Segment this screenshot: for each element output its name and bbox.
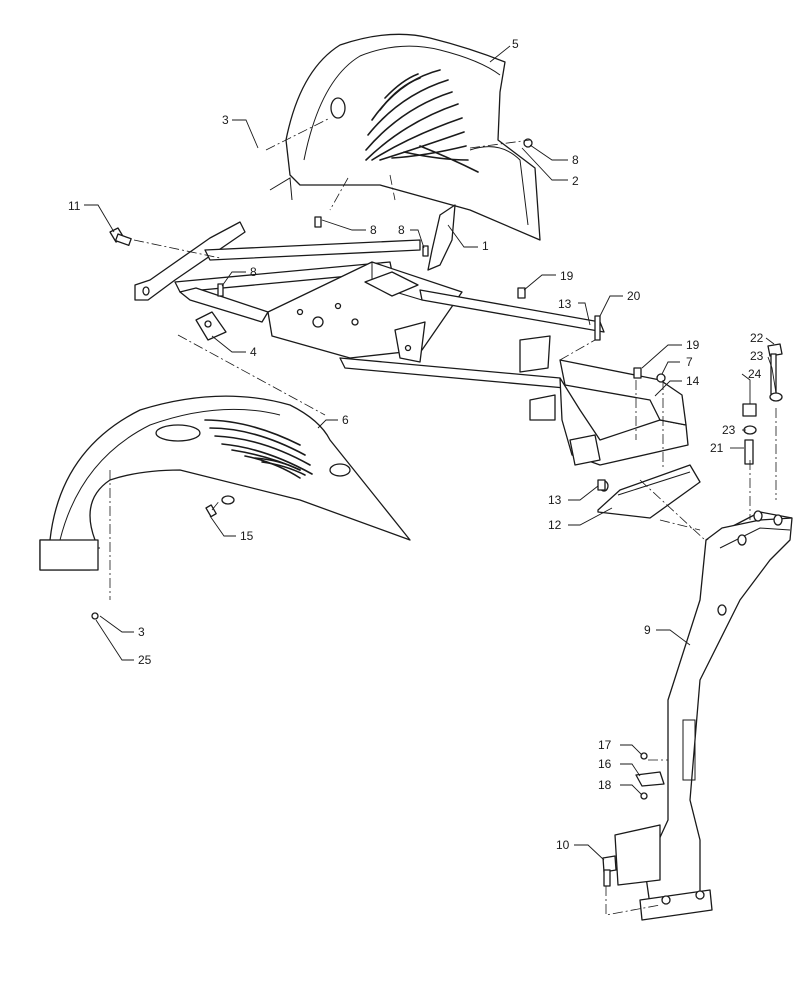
- callout-8: 8: [250, 265, 257, 279]
- callout-9: 9: [644, 623, 651, 637]
- hardware-nut-7: [656, 373, 666, 383]
- hardware-nut-24: [742, 403, 757, 417]
- hardware-nut-19a: [517, 287, 526, 299]
- upper-fender-part-5: [269, 33, 541, 241]
- callout-8: 8: [370, 223, 377, 237]
- callout-11: 11: [68, 199, 81, 213]
- callout-16: 16: [598, 757, 612, 771]
- hardware-bolt-8d: [422, 245, 429, 257]
- callout-22: 22: [750, 331, 764, 345]
- callout-2: 2: [572, 174, 579, 188]
- callout-23: 23: [750, 349, 764, 363]
- callout-19: 19: [686, 338, 700, 352]
- callout-4: 4: [250, 345, 257, 359]
- callout-10: 10: [556, 838, 570, 852]
- callout-21: 21: [710, 441, 724, 455]
- callout-3: 3: [138, 625, 145, 639]
- hardware-nut-18: [640, 792, 648, 800]
- callout-17: 17: [598, 738, 612, 752]
- callout-8: 8: [398, 223, 405, 237]
- callout-6: 6: [342, 413, 349, 427]
- callout-12: 12: [548, 518, 562, 532]
- hardware-bracket-16: [635, 771, 665, 787]
- hardware-bolt-17: [640, 752, 648, 760]
- callout-7: 7: [686, 355, 693, 369]
- hardware-bolt-25: [91, 612, 99, 620]
- hardware-bolt-8b: [314, 216, 322, 228]
- callout-1: 1: [482, 239, 489, 253]
- callout-labels: 5 3 8 2 11 8 8 1 8 19 13 20 4 22 23 19 7…: [68, 37, 764, 852]
- assembly-lines: [109, 117, 777, 916]
- support-arm-part-9: [614, 510, 793, 921]
- callout-3: 3: [222, 113, 229, 127]
- callout-25: 25: [138, 653, 152, 667]
- callout-20: 20: [627, 289, 641, 303]
- callout-5: 5: [512, 37, 519, 51]
- callout-23: 23: [722, 423, 736, 437]
- hardware-bolt-15: [205, 495, 235, 518]
- hardware-nut-19b: [633, 367, 642, 379]
- bracket-part-12: [597, 464, 701, 519]
- hardware-nut-13: [597, 479, 606, 491]
- callout-13: 13: [558, 297, 572, 311]
- callout-15: 15: [240, 529, 254, 543]
- hardware-bolt-8c: [217, 283, 224, 297]
- hardware-bolt-20: [594, 315, 601, 341]
- hardware-washer-23a: [769, 392, 783, 402]
- callout-24: 24: [748, 367, 762, 381]
- callout-8: 8: [572, 153, 579, 167]
- callout-19: 19: [560, 269, 574, 283]
- callout-18: 18: [598, 778, 612, 792]
- hardware-bolt-10: [602, 855, 617, 887]
- callout-13: 13: [548, 493, 562, 507]
- lower-fender-part-6: [39, 395, 411, 571]
- callout-14: 14: [686, 374, 700, 388]
- leader-lines: [84, 45, 777, 861]
- hardware-stud-21: [744, 439, 754, 465]
- frame-assembly: [134, 204, 689, 466]
